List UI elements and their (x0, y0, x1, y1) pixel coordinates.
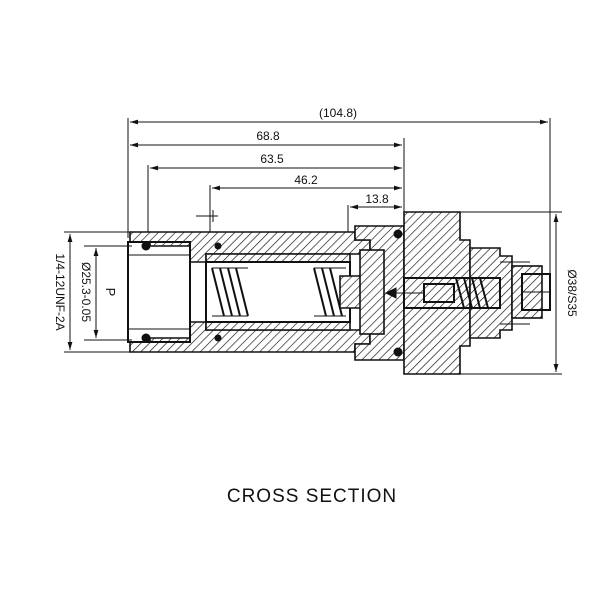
dim-length-68: 68.8 (256, 129, 280, 143)
dim-overall-length: (104.8) (319, 106, 357, 120)
valve-body (127, 211, 551, 375)
dimension-lines (64, 118, 562, 375)
section-caption: CROSS SECTION (227, 486, 397, 507)
dim-length-63: 63.5 (260, 152, 284, 166)
dim-length-13: 13.8 (365, 192, 389, 206)
dim-hex-size: Ø38/S35 (565, 269, 579, 317)
dim-length-46: 46.2 (294, 173, 318, 187)
port-label: P (103, 288, 118, 297)
dim-bore: Ø25.3-0.05 (79, 262, 93, 322)
dim-thread: 1/4-12UNF-2A (53, 253, 67, 330)
